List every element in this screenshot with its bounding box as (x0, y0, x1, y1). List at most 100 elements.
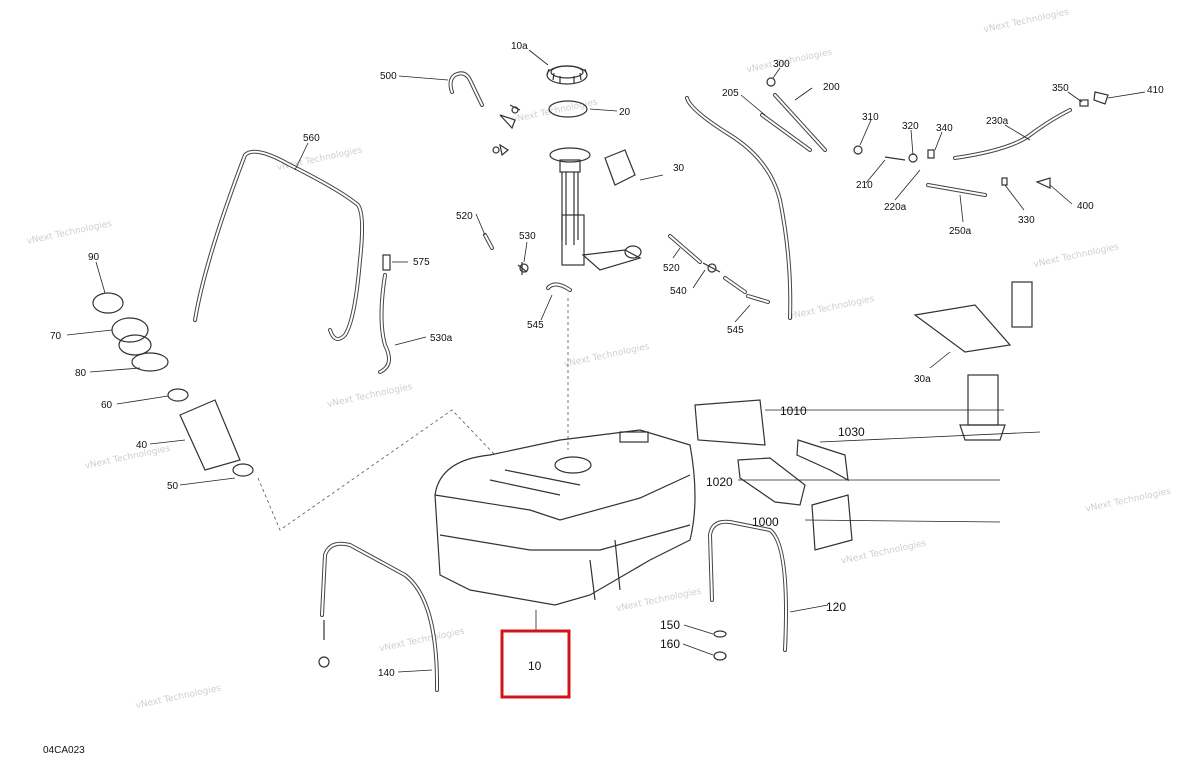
svg-text:vNext Technologies: vNext Technologies (1085, 487, 1172, 515)
strap-140-part (318, 541, 440, 692)
clamp-50-part (232, 463, 254, 477)
filler-hose-40-part (179, 399, 241, 471)
callout-575: 575 (413, 257, 430, 268)
callout-40: 40 (136, 440, 148, 451)
callout-340: 340 (936, 123, 953, 134)
callout-545-right: 545 (727, 325, 744, 336)
clamp-340-part (927, 149, 935, 159)
watermark: vNext Technologies (135, 683, 222, 711)
filler-route-dashed-line (257, 409, 496, 531)
callout-545-left: 545 (527, 320, 544, 331)
callout-230a: 230a (986, 116, 1009, 127)
callout-20: 20 (619, 107, 631, 118)
clamp-330-part (1001, 177, 1008, 186)
callout-540: 540 (670, 286, 687, 297)
callout-160: 160 (660, 637, 680, 651)
diagram-code: 04CA023 (43, 745, 85, 756)
hose-530a-part (378, 273, 391, 374)
svg-text:vNext Technologies: vNext Technologies (378, 627, 465, 655)
leader-lines (66, 49, 1146, 673)
callout-400: 400 (1077, 201, 1094, 212)
callout-530a: 530a (430, 333, 453, 344)
svg-text:vNext Technologies: vNext Technologies (615, 586, 702, 614)
filter-part (604, 149, 636, 186)
callout-560: 560 (303, 133, 320, 144)
callout-120: 120 (826, 600, 846, 614)
highlight-box (500, 629, 571, 699)
clamp-320-part (908, 153, 918, 163)
watermark: vNext Technologies (378, 627, 465, 655)
callout-140: 140 (378, 668, 395, 679)
hose-500-part (448, 71, 484, 107)
svg-text:vNext Technologies: vNext Technologies (135, 683, 222, 711)
watermark: vNext Technologies (326, 382, 413, 410)
hose-205-part (760, 113, 812, 152)
hose-545-left-part (546, 282, 572, 292)
callout-1000: 1000 (752, 515, 779, 529)
svg-text:vNext Technologies: vNext Technologies (276, 145, 363, 173)
svg-text:vNext Technologies: vNext Technologies (84, 444, 171, 472)
callout-210: 210 (856, 180, 873, 191)
washer-150-part (713, 630, 727, 638)
callout-50: 50 (167, 481, 179, 492)
watermark: vNext Technologies (276, 145, 363, 173)
callout-500: 500 (380, 71, 397, 82)
watermark: vNext Technologies (1085, 487, 1172, 515)
fuel-cap-part (92, 292, 124, 314)
hose-230a-part (953, 108, 1072, 160)
nut-160-part (713, 651, 727, 661)
shield-1030-part (796, 439, 849, 482)
fittings-part (492, 104, 521, 157)
callout-1010: 1010 (780, 404, 807, 418)
hose-520-left-part (483, 233, 494, 250)
svg-text:vNext Technologies: vNext Technologies (326, 382, 413, 410)
callout-labels: 10a 500 20 560 30 520 530 575 530a 545 5… (50, 41, 1164, 679)
watermark: vNext Technologies (840, 539, 927, 567)
svg-text:vNext Technologies: vNext Technologies (563, 342, 650, 370)
callout-150: 150 (660, 618, 680, 632)
svg-text:vNext Technologies: vNext Technologies (983, 7, 1070, 35)
callout-1030: 1030 (838, 425, 865, 439)
watermark: vNext Technologies (788, 294, 875, 322)
watermark: vNext Technologies (563, 342, 650, 370)
svg-text:vNext Technologies: vNext Technologies (26, 219, 113, 247)
callout-1020: 1020 (706, 475, 733, 489)
callout-250a: 250a (949, 226, 972, 237)
shield-1010-part (694, 399, 766, 446)
callout-300: 300 (773, 59, 790, 70)
fitting-400-part (1035, 177, 1051, 189)
filler-neck-part (111, 317, 169, 372)
callout-320: 320 (902, 121, 919, 132)
callout-90: 90 (88, 252, 100, 263)
fitting-575-part (382, 254, 391, 271)
lock-ring-part (546, 65, 588, 85)
callout-350: 350 (1052, 83, 1069, 94)
callout-30a: 30a (914, 374, 931, 385)
callout-10: 10 (528, 659, 542, 673)
callout-200: 200 (823, 82, 840, 93)
hose-545-right-part (723, 276, 770, 304)
callout-520-left: 520 (456, 211, 473, 222)
hose-200-part (773, 93, 827, 152)
callout-330: 330 (1018, 215, 1035, 226)
callout-70: 70 (50, 331, 62, 342)
shield-1000-part (811, 494, 853, 551)
pump-assembly-30a-part (913, 281, 1033, 441)
watermark: vNext Technologies (84, 444, 171, 472)
fitting-410-part (1093, 91, 1109, 105)
watermarks: vNext Technologies vNext Technologies vN… (26, 7, 1172, 711)
clamp-60-part (167, 388, 189, 402)
highlighted-callout-10[interactable]: 10 (500, 629, 571, 699)
callout-30: 30 (673, 163, 685, 174)
callout-220a: 220a (884, 202, 907, 213)
svg-text:vNext Technologies: vNext Technologies (788, 294, 875, 322)
callout-520-right: 520 (663, 263, 680, 274)
clamp-350-part (1079, 99, 1089, 107)
watermark: vNext Technologies (1033, 242, 1120, 270)
hose-560-part (193, 149, 365, 341)
watermark: vNext Technologies (615, 586, 702, 614)
fuel-pump-module-part (549, 147, 642, 271)
callout-205: 205 (722, 88, 739, 99)
fitting-540-part (702, 262, 721, 273)
